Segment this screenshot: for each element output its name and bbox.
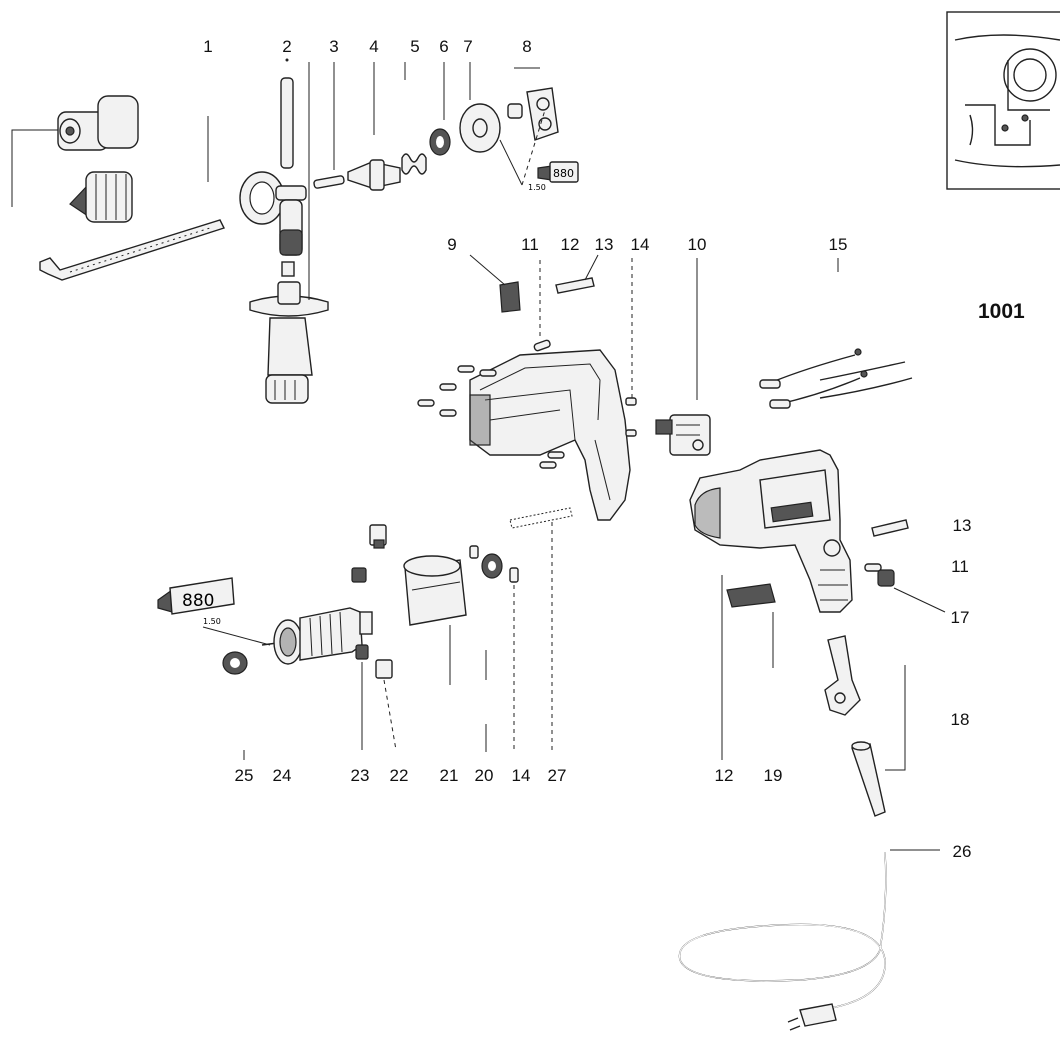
label-27 xyxy=(509,507,573,529)
drawing-code: 1001 xyxy=(978,300,1025,323)
callout-14a: 14 xyxy=(630,235,650,254)
callout-8: 8 xyxy=(522,37,532,56)
drill-chuck-keyed xyxy=(69,171,133,223)
label-19 xyxy=(726,583,776,608)
callout-3: 3 xyxy=(329,37,339,56)
cable-clamp-17 xyxy=(877,569,895,587)
callout-25: 25 xyxy=(234,766,254,785)
callout-7: 7 xyxy=(463,37,473,56)
callout-20: 20 xyxy=(474,766,494,785)
spindle-pin xyxy=(313,175,345,189)
spindle xyxy=(347,159,401,191)
spring xyxy=(401,153,427,175)
grease-tube-left: 880 xyxy=(157,577,235,615)
bearing-6 xyxy=(429,128,451,156)
callout-1: 1 xyxy=(203,37,213,56)
auxiliary-handle xyxy=(239,171,329,404)
callout-13b: 13 xyxy=(952,516,972,535)
callout-26: 26 xyxy=(952,842,972,861)
chuck-key xyxy=(39,219,225,281)
mark-left: 1.50 xyxy=(203,617,221,626)
screw-11a xyxy=(533,339,551,352)
mark-top: 1.50 xyxy=(528,183,546,192)
inset-detail xyxy=(946,11,1060,190)
grease-tag-top: 880 xyxy=(553,167,574,180)
cable-sleeve-upper xyxy=(824,635,861,716)
leader-13a xyxy=(584,254,599,281)
drill-chuck-keyless xyxy=(57,95,139,151)
field-coil-21 xyxy=(403,555,467,626)
label-plate-9 xyxy=(499,281,521,313)
gear-wheel-7 xyxy=(459,103,501,153)
callout-18: 18 xyxy=(950,710,970,729)
callout-4: 4 xyxy=(369,37,379,56)
bearing-20 xyxy=(469,545,503,579)
callout-11b: 11 xyxy=(951,557,969,576)
depth-stop-rod xyxy=(280,58,294,169)
wires-15 xyxy=(759,348,913,409)
leader-1a xyxy=(11,129,58,207)
callout-24: 24 xyxy=(272,766,292,785)
decal-13b xyxy=(871,519,909,537)
callout-15: 15 xyxy=(828,235,848,254)
callout-9: 9 xyxy=(447,235,457,254)
leader-9 xyxy=(469,254,506,286)
callout-27: 27 xyxy=(547,766,567,785)
housing-shell-left xyxy=(469,349,631,521)
callout-10: 10 xyxy=(687,235,707,254)
housing-screws xyxy=(417,365,637,469)
bearing-25 xyxy=(222,651,248,675)
carbon-brush-top xyxy=(351,567,367,583)
callout-13a: 13 xyxy=(594,235,614,254)
cable-sleeve-lower xyxy=(851,741,886,817)
leader-17 xyxy=(893,587,946,613)
assembled-drill xyxy=(689,449,853,613)
screw-11b xyxy=(864,563,882,572)
callout-5: 5 xyxy=(410,37,420,56)
leaders-5-7 xyxy=(404,62,471,120)
callout-19: 19 xyxy=(763,766,783,785)
pin-14a xyxy=(625,397,637,406)
armature-24 xyxy=(261,607,373,665)
brush-holder-22 xyxy=(375,659,393,679)
leader-mark-top-b xyxy=(521,109,546,186)
leader-mark-left xyxy=(202,626,271,646)
pin-14b xyxy=(509,567,519,583)
callout-11a: 11 xyxy=(521,235,539,254)
callout-12a: 12 xyxy=(560,235,580,254)
carbon-brush-23 xyxy=(355,644,369,660)
callout-17: 17 xyxy=(950,608,970,627)
power-cord-26 xyxy=(678,851,887,1031)
brush-holder-top xyxy=(369,524,387,549)
leader-mark-top-a xyxy=(499,139,523,186)
callout-22: 22 xyxy=(389,766,409,785)
grease-tube-top: 880 xyxy=(537,161,579,183)
callout-6: 6 xyxy=(439,37,449,56)
callout-14b: 14 xyxy=(511,766,531,785)
callout-23: 23 xyxy=(350,766,370,785)
callout-21: 21 xyxy=(439,766,459,785)
leader-22 xyxy=(383,679,397,751)
callout-12b: 12 xyxy=(714,766,734,785)
bearing-bracket-8 xyxy=(507,87,559,141)
grease-tag-left: 880 xyxy=(182,591,214,611)
leader-18 xyxy=(885,665,906,771)
callout-2: 2 xyxy=(282,37,292,56)
switch-10 xyxy=(655,414,711,456)
decal-13a xyxy=(555,277,595,294)
